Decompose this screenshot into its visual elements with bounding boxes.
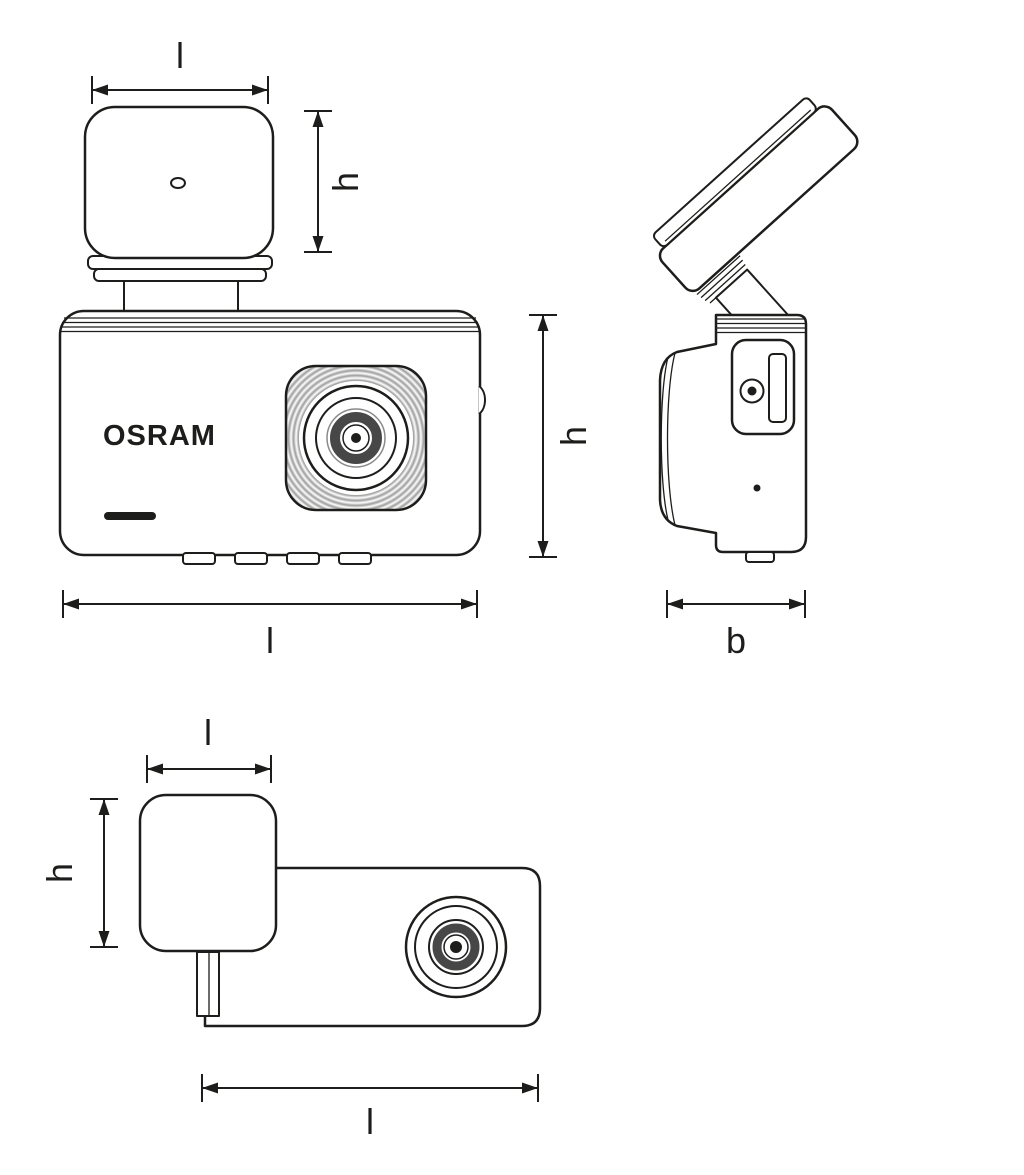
mount-plate-lower — [93, 268, 267, 282]
hatch-line — [709, 269, 748, 304]
side-mount-pad — [652, 97, 817, 248]
lens-center-dot — [351, 433, 361, 443]
dim-top-body-length: l — [201, 1074, 539, 1142]
lens-inner-ring — [428, 919, 484, 975]
dim-front-body-width: l — [62, 590, 478, 661]
side-camera-body — [658, 313, 808, 563]
reset-pinhole — [753, 484, 761, 492]
top-vent-lines — [60, 317, 480, 333]
bottom-tab — [234, 552, 268, 565]
lens-mid-ring — [414, 905, 498, 989]
dim-front-body-height: h — [529, 314, 594, 558]
bottom-tab — [338, 552, 372, 565]
dim-label-top-mount-height: h — [39, 863, 80, 883]
bottom-tab — [286, 552, 320, 565]
dim-label-top-body-length: l — [366, 1101, 374, 1142]
top-camera-body — [138, 793, 542, 1028]
brand-logo: OSRAM — [103, 420, 216, 452]
hatch-line — [700, 259, 744, 299]
slot-screw-dot — [747, 386, 757, 396]
lens-iris — [330, 412, 382, 464]
dim-label-front-mount-height: h — [325, 172, 366, 192]
front-mount-assembly — [83, 105, 275, 314]
dim-front-mount-width: l — [91, 35, 269, 104]
side-mount-body — [658, 105, 859, 293]
mount-bracket — [83, 105, 275, 260]
side-view: b — [652, 97, 859, 661]
connector-tab-outer — [196, 951, 220, 1017]
hatch-line — [704, 264, 746, 302]
side-connector-tab — [196, 951, 220, 1017]
hatch-line — [696, 255, 741, 296]
mount-hole — [170, 177, 186, 189]
top-lens — [404, 895, 508, 999]
dim-top-mount-height: h — [39, 798, 118, 948]
mount-neck — [123, 280, 239, 314]
sd-card — [768, 353, 787, 423]
dim-side-depth: b — [666, 590, 806, 661]
dim-label-front-body-height: h — [553, 426, 594, 446]
lens-mid-ring — [315, 397, 397, 479]
side-button-bump — [478, 385, 486, 415]
dim-label-front-mount-width: l — [176, 35, 184, 76]
ratchet-hatch — [696, 255, 748, 304]
front-view: OSRAM l h h — [58, 35, 594, 661]
dim-top-mount-width: l — [146, 712, 272, 783]
bottom-foot — [745, 551, 775, 563]
lens-center-dot — [450, 941, 462, 953]
card-slot-housing — [730, 338, 796, 436]
lens-iris — [432, 923, 480, 971]
slot-screw-ring — [739, 378, 765, 404]
bottom-tab — [182, 552, 216, 565]
top-mount-pad — [138, 793, 278, 953]
lens-inner-ring — [326, 408, 386, 468]
lens-barrel-rim — [666, 352, 676, 526]
dim-label-top-mount-width: l — [204, 712, 212, 753]
dim-label-front-body-width: l — [266, 620, 274, 661]
bottom-tabs — [182, 552, 372, 565]
front-camera-body: OSRAM — [58, 309, 486, 565]
dim-front-mount-height: h — [304, 110, 366, 253]
top-view: l h l — [39, 712, 542, 1142]
front-lens — [284, 364, 428, 512]
side-top-vent-lines — [716, 318, 806, 334]
status-led-slot — [104, 512, 156, 520]
dim-label-side-depth: b — [726, 620, 746, 661]
pad-inner-line — [664, 109, 812, 242]
lens-barrel-rim — [660, 356, 669, 521]
